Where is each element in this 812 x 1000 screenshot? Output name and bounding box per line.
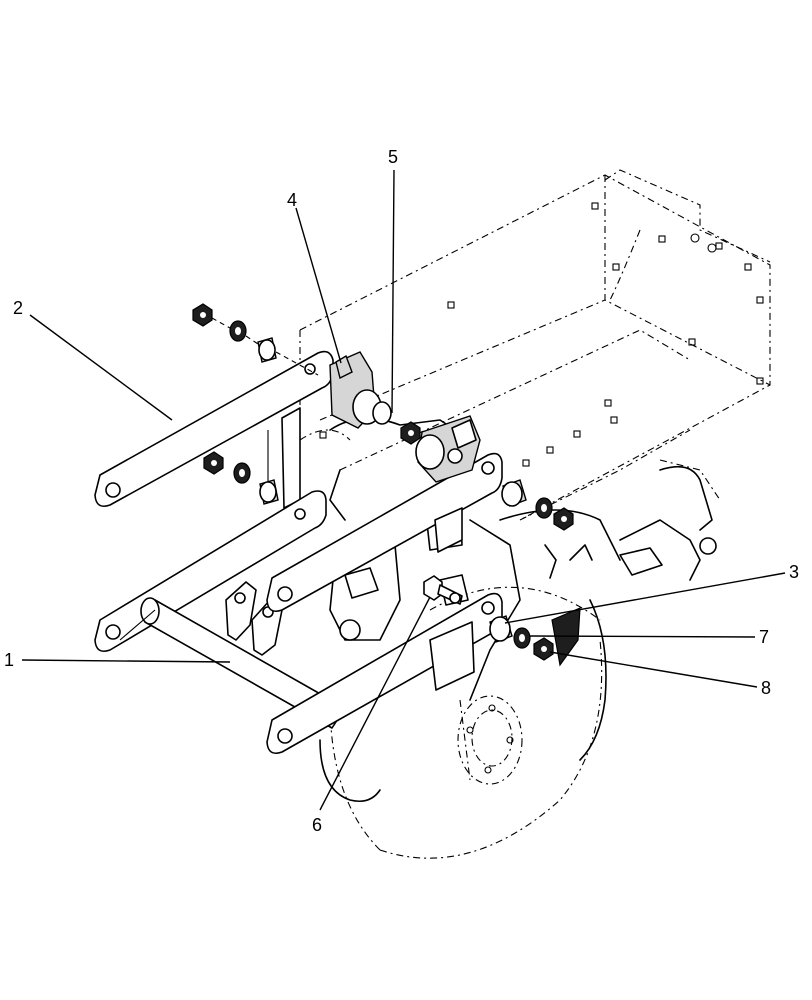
lower-arm-right (266, 592, 503, 755)
leader-lines (21, 169, 786, 811)
callout-labels: 2 4 5 3 7 8 1 6 (4, 147, 799, 835)
upper-arm-right (266, 452, 503, 613)
wheel-hub (457, 695, 523, 785)
frame-holes (319, 202, 764, 483)
hardware-middle-right (400, 421, 574, 531)
hardware-middle-left (203, 451, 279, 505)
callout-3: 3 (789, 562, 799, 582)
callout-5: 5 (388, 147, 398, 167)
callout-7: 7 (759, 627, 769, 647)
bolt-6 (423, 575, 463, 605)
bushing-block-middle (415, 415, 481, 483)
phantom-frame (284, 169, 771, 859)
cross-tube (119, 581, 346, 729)
bushing-block-upper (329, 351, 392, 429)
row-unit-body (319, 417, 717, 803)
callout-6: 6 (312, 815, 322, 835)
callout-2: 2 (13, 298, 23, 318)
upper-arm-rear (94, 350, 334, 509)
callout-1: 1 (4, 650, 14, 670)
callout-4: 4 (287, 190, 297, 210)
callout-8: 8 (761, 678, 771, 698)
hardware-upper-left (192, 303, 319, 376)
